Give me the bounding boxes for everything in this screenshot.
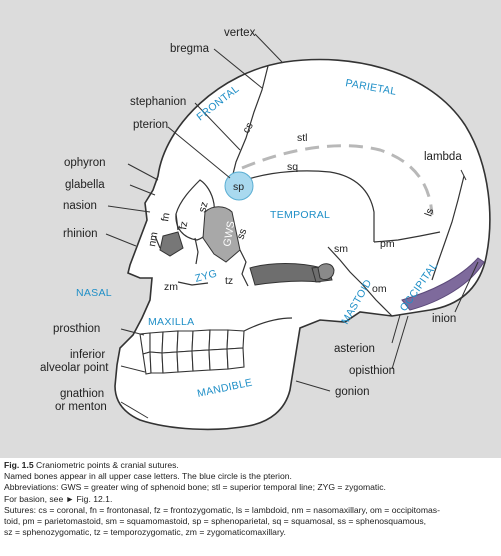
bone-gws: GWS — [221, 220, 237, 248]
suture-sq: sq — [287, 161, 298, 173]
figure-caption: Fig. 1.5 Craniometric points & cranial s… — [4, 460, 497, 538]
suture-cs: cs — [240, 120, 256, 135]
caption-fig-number: Fig. 1.5 — [4, 460, 34, 470]
inion-ridge — [401, 257, 485, 311]
bone-temporal: TEMPORAL — [270, 209, 330, 221]
label-pterion: pterion — [133, 119, 168, 131]
label-inferior: inferior — [70, 349, 105, 361]
mandible-ramus-line — [243, 317, 293, 332]
suture-sz: sz — [196, 201, 210, 214]
superior-temporal-line — [241, 144, 434, 216]
suture-om: om — [372, 283, 387, 295]
label-rhinion: rhinion — [63, 228, 98, 240]
suture-sm: sm — [334, 243, 348, 255]
suture-zm: zm — [164, 281, 178, 293]
label-bregma: bregma — [170, 43, 210, 55]
external-ear-opening — [317, 263, 335, 281]
suture-pm: pm — [380, 238, 395, 250]
label-gonion: gonion — [335, 386, 370, 398]
label-ophyron: ophyron — [64, 157, 106, 169]
caption-line-5: Sutures: cs = coronal, fn = frontonasal,… — [4, 504, 440, 515]
gws-region — [202, 206, 241, 263]
label-prosthion: prosthion — [53, 323, 100, 335]
suture-fn: fn — [159, 212, 172, 223]
caption-title-line: Fig. 1.5 Craniometric points & cranial s… — [4, 460, 497, 471]
label-gnathion: gnathion — [60, 388, 104, 400]
suture-ls: ls — [423, 207, 437, 218]
bone-maxilla: MAXILLA — [148, 316, 194, 328]
bone-nasal: NASAL — [76, 287, 112, 299]
caption-title: Craniometric points & cranial sutures. — [36, 460, 179, 470]
suture-sp: sp — [233, 181, 244, 193]
label-nasion: nasion — [63, 200, 97, 212]
caption-line-3: Abbreviations: GWS = greater wing of sph… — [4, 482, 386, 493]
suture-fz: fz — [177, 220, 190, 230]
label-asterion: asterion — [334, 343, 375, 355]
label-alveolar-point: alveolar point — [40, 362, 109, 374]
bone-zyg: ZYG — [194, 267, 219, 284]
pterion-circle — [224, 171, 254, 201]
caption-line-7: sz = sphenozygomatic, tz = temporozygoma… — [4, 527, 286, 538]
caption-line-4: For basion, see ► Fig. 12.1. — [4, 493, 113, 504]
label-glabella: glabella — [65, 179, 105, 191]
suture-nm: nm — [146, 231, 160, 248]
teeth — [139, 329, 245, 375]
caption-line-2: Named bones appear in all upper case let… — [4, 471, 292, 482]
label-or-menton: or menton — [55, 401, 107, 413]
suture-tz: tz — [225, 275, 233, 287]
diagram-figure: vertex bregma stephanion pterion ophyron… — [0, 0, 501, 458]
label-opisthion: opisthion — [349, 365, 395, 377]
label-vertex: vertex — [224, 27, 256, 39]
caption-line-6: toid, pm = parietomastoid, sm = squamoma… — [4, 516, 427, 527]
label-lambda: lambda — [424, 151, 462, 163]
suture-stl: stl — [297, 132, 308, 144]
label-inion: inion — [432, 313, 456, 325]
suture-ss: ss — [235, 227, 250, 241]
leader-lines — [105, 33, 479, 419]
zygomatic-arch-dark — [249, 263, 323, 286]
label-stephanion: stephanion — [130, 96, 186, 108]
